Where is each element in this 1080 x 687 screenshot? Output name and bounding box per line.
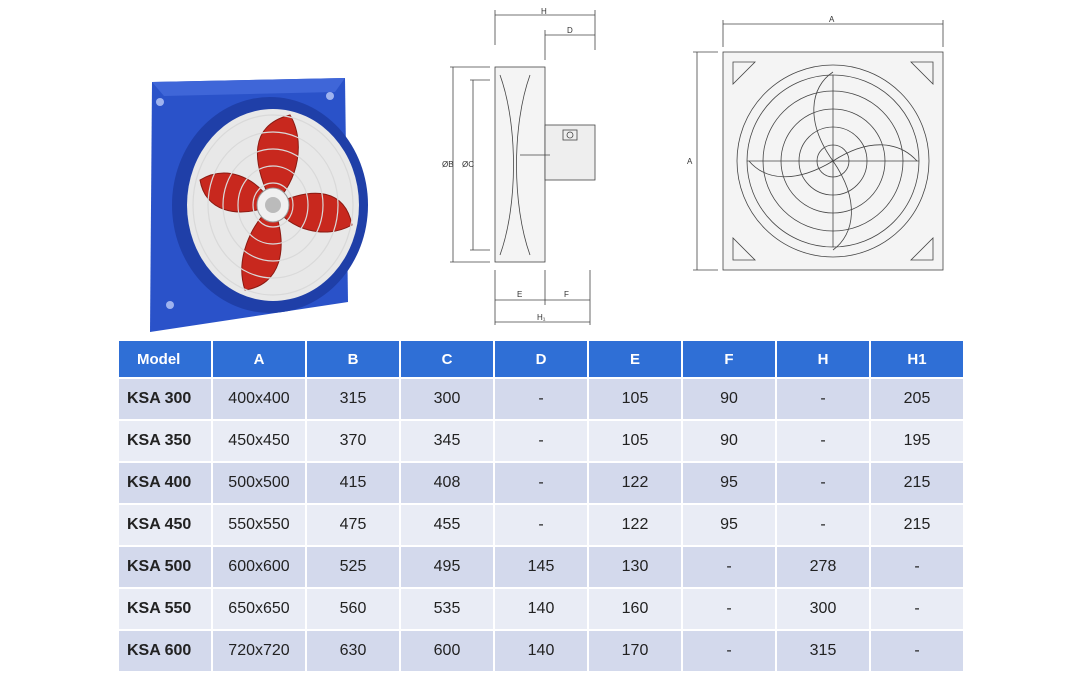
cell-f: 90	[683, 421, 775, 461]
cell-b: 525	[307, 547, 399, 587]
col-header-c: C	[401, 341, 493, 377]
cell-h1: 215	[871, 463, 963, 503]
cell-model: KSA 450	[119, 505, 211, 545]
col-header-e: E	[589, 341, 681, 377]
dim-label-e: E	[517, 290, 522, 299]
cell-a: 500x500	[213, 463, 305, 503]
cell-b: 630	[307, 631, 399, 671]
cell-e: 122	[589, 463, 681, 503]
dim-label-a-top: A	[829, 15, 835, 24]
cell-e: 170	[589, 631, 681, 671]
cell-d: 140	[495, 631, 587, 671]
cell-model: KSA 300	[119, 379, 211, 419]
dim-label-h1: H₁	[537, 313, 546, 322]
cell-c: 408	[401, 463, 493, 503]
cell-f: 95	[683, 505, 775, 545]
cell-h: -	[777, 421, 869, 461]
cell-h1: 215	[871, 505, 963, 545]
cell-b: 415	[307, 463, 399, 503]
cell-e: 105	[589, 379, 681, 419]
cell-f: 90	[683, 379, 775, 419]
cell-d: -	[495, 505, 587, 545]
cell-h: -	[777, 505, 869, 545]
dim-label-d: D	[567, 26, 573, 35]
cell-c: 600	[401, 631, 493, 671]
col-header-a: A	[213, 341, 305, 377]
cell-d: -	[495, 421, 587, 461]
table-row: KSA 450 550x550 475 455 - 122 95 - 215	[119, 505, 963, 545]
cell-d: 140	[495, 589, 587, 629]
cell-h1: -	[871, 631, 963, 671]
col-header-d: D	[495, 341, 587, 377]
cell-b: 560	[307, 589, 399, 629]
cell-h: -	[777, 379, 869, 419]
cell-a: 720x720	[213, 631, 305, 671]
table-row: KSA 400 500x500 415 408 - 122 95 - 215	[119, 463, 963, 503]
side-view-drawing: H D ØB ØC E F H₁	[442, 7, 596, 325]
cell-h1: -	[871, 589, 963, 629]
cell-a: 450x450	[213, 421, 305, 461]
cell-h1: 195	[871, 421, 963, 461]
col-header-f: F	[683, 341, 775, 377]
cell-model: KSA 400	[119, 463, 211, 503]
spec-table: Model A B C D E F H H1 KSA 300 400x400 3…	[117, 339, 965, 673]
col-header-h1: H1	[871, 341, 963, 377]
cell-model: KSA 350	[119, 421, 211, 461]
cell-d: 145	[495, 547, 587, 587]
cell-f: -	[683, 631, 775, 671]
table-row: KSA 350 450x450 370 345 - 105 90 - 195	[119, 421, 963, 461]
cell-f: 95	[683, 463, 775, 503]
col-header-h: H	[777, 341, 869, 377]
cell-e: 105	[589, 421, 681, 461]
table-row: KSA 600 720x720 630 600 140 170 - 315 -	[119, 631, 963, 671]
cell-e: 122	[589, 505, 681, 545]
cell-model: KSA 500	[119, 547, 211, 587]
table-row: KSA 500 600x600 525 495 145 130 - 278 -	[119, 547, 963, 587]
col-header-b: B	[307, 341, 399, 377]
dim-label-dia-b: ØB	[442, 160, 454, 169]
cell-c: 495	[401, 547, 493, 587]
cell-h: 315	[777, 631, 869, 671]
front-view-drawing: A A	[687, 15, 944, 271]
cell-b: 475	[307, 505, 399, 545]
cell-model: KSA 550	[119, 589, 211, 629]
col-header-model: Model	[119, 341, 211, 377]
cell-c: 455	[401, 505, 493, 545]
cell-b: 370	[307, 421, 399, 461]
cell-c: 345	[401, 421, 493, 461]
cell-h1: -	[871, 547, 963, 587]
cell-model: KSA 600	[119, 631, 211, 671]
dim-label-h: H	[541, 7, 547, 16]
cell-f: -	[683, 589, 775, 629]
cell-a: 400x400	[213, 379, 305, 419]
cell-a: 600x600	[213, 547, 305, 587]
table-row: KSA 550 650x650 560 535 140 160 - 300 -	[119, 589, 963, 629]
cell-f: -	[683, 547, 775, 587]
dim-label-dia-c: ØC	[462, 160, 474, 169]
cell-c: 535	[401, 589, 493, 629]
cell-h: 300	[777, 589, 869, 629]
dim-label-f: F	[564, 290, 569, 299]
dim-label-a-left: A	[687, 157, 693, 166]
cell-a: 550x550	[213, 505, 305, 545]
cell-h: 278	[777, 547, 869, 587]
cell-e: 160	[589, 589, 681, 629]
fan-product-image	[150, 78, 368, 332]
cell-e: 130	[589, 547, 681, 587]
cell-h: -	[777, 463, 869, 503]
cell-d: -	[495, 463, 587, 503]
cell-d: -	[495, 379, 587, 419]
table-row: KSA 300 400x400 315 300 - 105 90 - 205	[119, 379, 963, 419]
cell-h1: 205	[871, 379, 963, 419]
cell-c: 300	[401, 379, 493, 419]
table-header-row: Model A B C D E F H H1	[119, 341, 963, 377]
cell-b: 315	[307, 379, 399, 419]
cell-a: 650x650	[213, 589, 305, 629]
